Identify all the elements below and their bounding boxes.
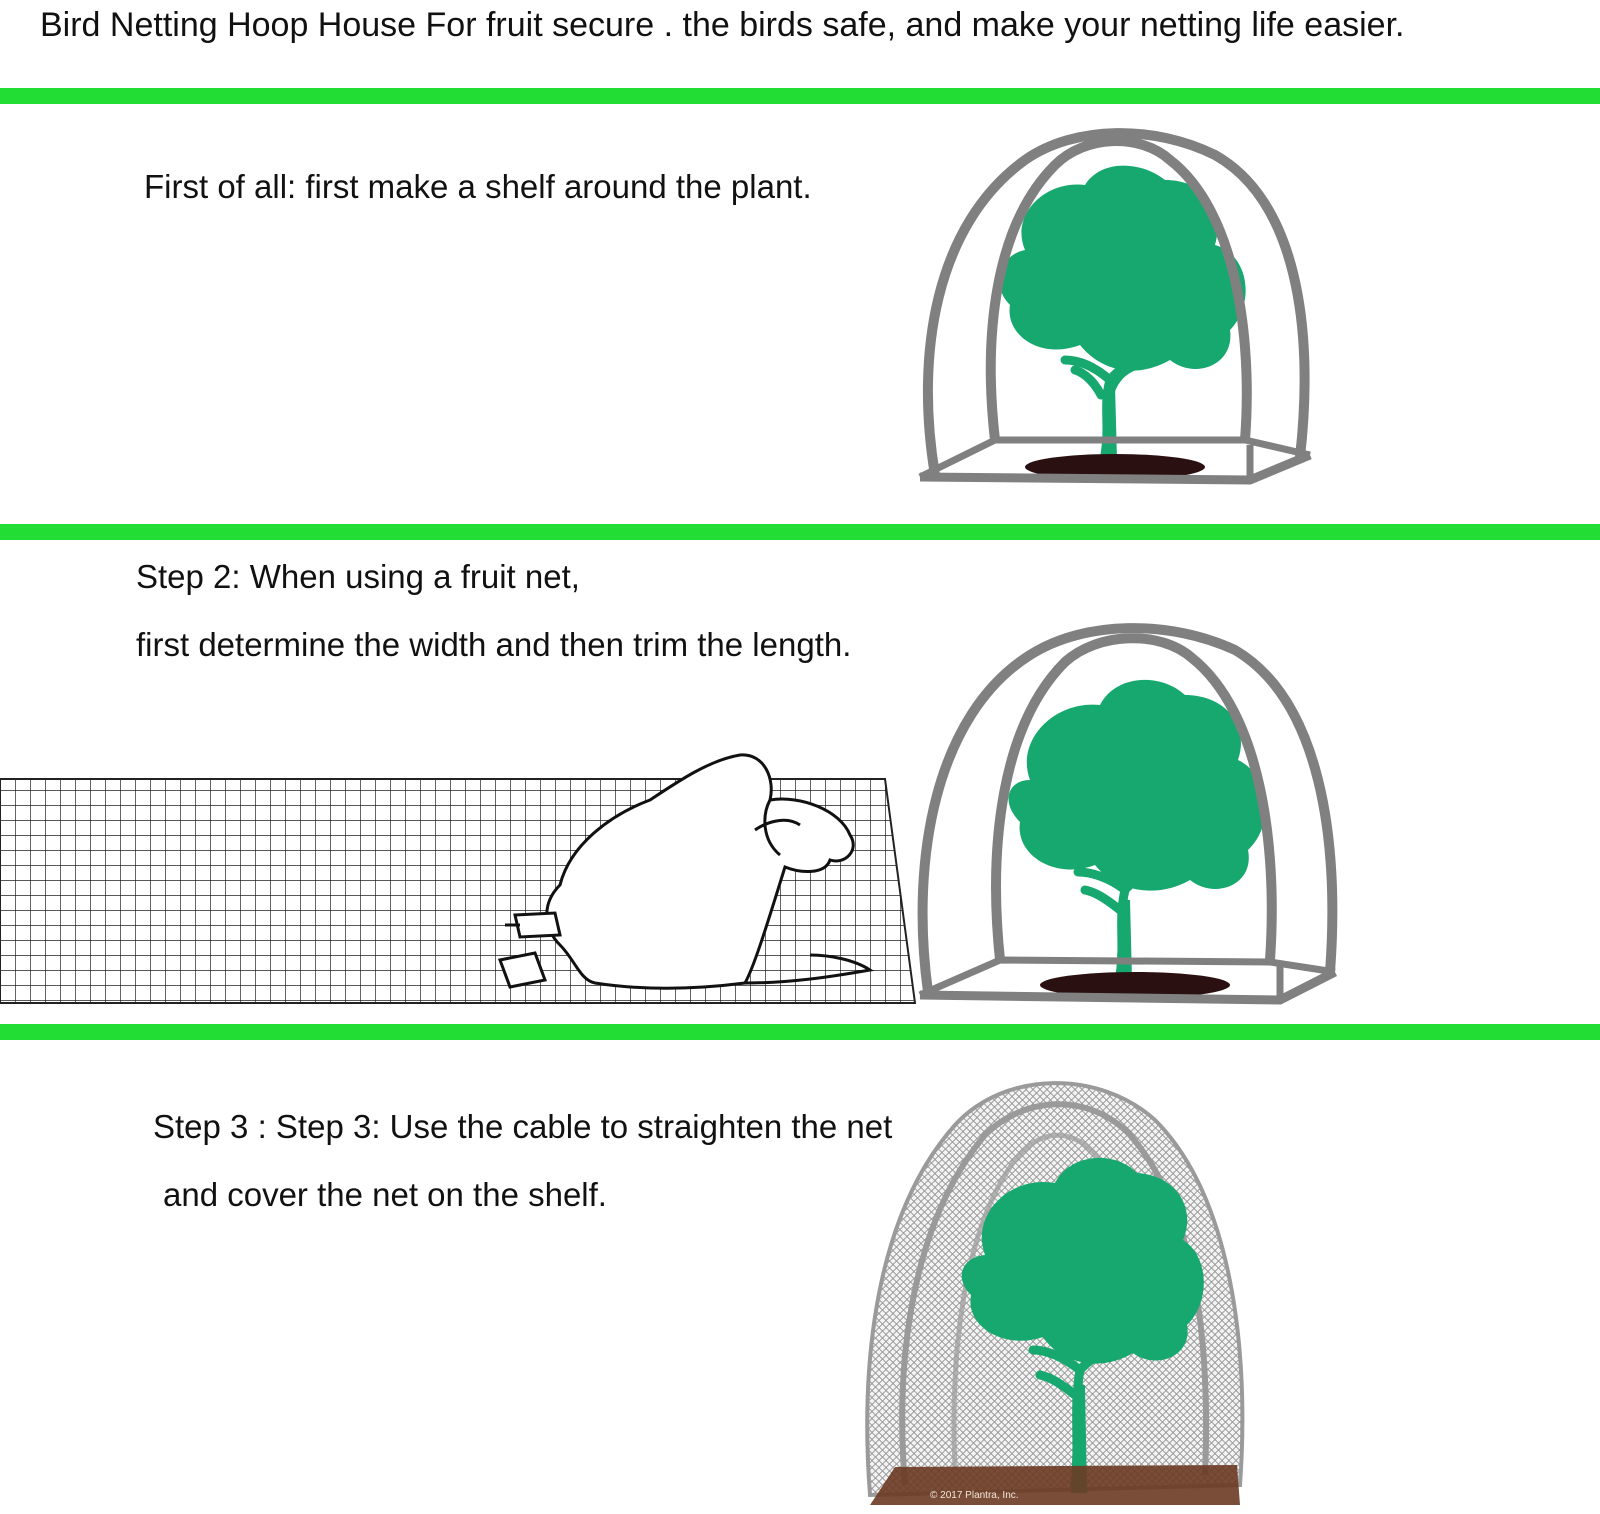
netted-hoop-house-illustration bbox=[865, 1081, 1245, 1505]
step-3-text-line-1: Step 3 : Step 3: Use the cable to straig… bbox=[153, 1108, 893, 1145]
step-2-text-line-2: first determine the width and then trim … bbox=[136, 626, 852, 663]
divider-top bbox=[0, 88, 1600, 104]
step-1-text: First of all: first make a shelf around … bbox=[144, 168, 812, 205]
hoop-frame-illustration-step-1 bbox=[918, 128, 1312, 485]
divider-bottom bbox=[0, 1024, 1600, 1040]
hoop-frame-illustration-step-2 bbox=[917, 623, 1338, 1005]
person-trimming-net-illustration bbox=[497, 753, 874, 990]
step-2-text-line-1: Step 2: When using a fruit net, bbox=[136, 558, 580, 595]
step-3-text-line-2: and cover the net on the shelf. bbox=[163, 1176, 607, 1213]
copyright-credit: © 2017 Plantra, Inc. bbox=[930, 1490, 1019, 1501]
page-title: Bird Netting Hoop House For fruit secure… bbox=[40, 6, 1405, 44]
divider-middle bbox=[0, 524, 1600, 540]
